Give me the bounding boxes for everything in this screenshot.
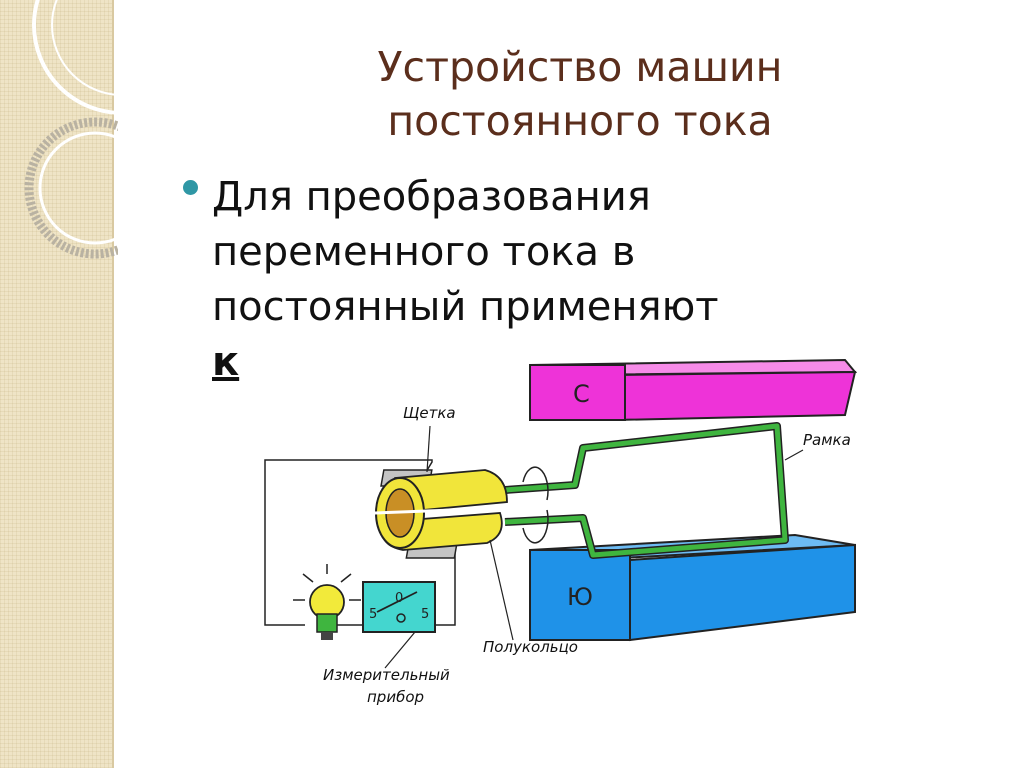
rotation-arrow-lower — [522, 509, 549, 544]
north-magnet-label: С — [573, 380, 590, 408]
title-line-2: постоянного тока — [387, 97, 773, 145]
label-frame: Рамка — [803, 431, 851, 449]
half-ring-commutator — [374, 469, 508, 551]
decorative-side-strip — [0, 0, 112, 768]
title-line-1: Устройство машин — [377, 43, 783, 91]
ring-ornament — [24, 0, 118, 259]
meter-icon: 5 0 5 — [362, 581, 436, 633]
slide-title: Устройство машин постоянного тока — [250, 40, 910, 148]
dc-generator-diagram: С Ю — [264, 358, 858, 706]
bullet-line-2: переменного тока в — [212, 229, 636, 275]
meter-scale-right: 5 — [421, 607, 429, 622]
half-ring-leader — [489, 539, 514, 641]
light-bulb-icon — [293, 564, 361, 640]
label-half-ring: Полукольцо — [483, 638, 578, 656]
bullet-line-3: постоянный применяют — [212, 284, 719, 330]
bullet-paragraph: Для преобразования переменного тока в по… — [212, 170, 852, 390]
label-meter-line-2: прибор — [367, 688, 424, 706]
bullet-line-4: к — [212, 339, 240, 385]
brush-leader — [426, 425, 431, 473]
meter-scale-left: 5 — [369, 607, 377, 622]
bullet-icon — [183, 180, 198, 195]
south-magnet-label: Ю — [567, 583, 593, 611]
bullet-line-1: Для преобразования — [212, 174, 651, 220]
meter-scale-center: 0 — [395, 591, 403, 606]
frame-leader — [784, 449, 804, 461]
label-meter-line-1: Измерительный — [323, 666, 450, 684]
meter-leader — [384, 631, 416, 669]
frame-wire — [504, 422, 789, 559]
circuit-wire — [264, 459, 433, 626]
rotation-arrow — [522, 466, 549, 501]
label-brush: Щетка — [403, 404, 456, 422]
north-magnet: С — [529, 358, 858, 422]
side-strip-edge — [112, 0, 114, 768]
